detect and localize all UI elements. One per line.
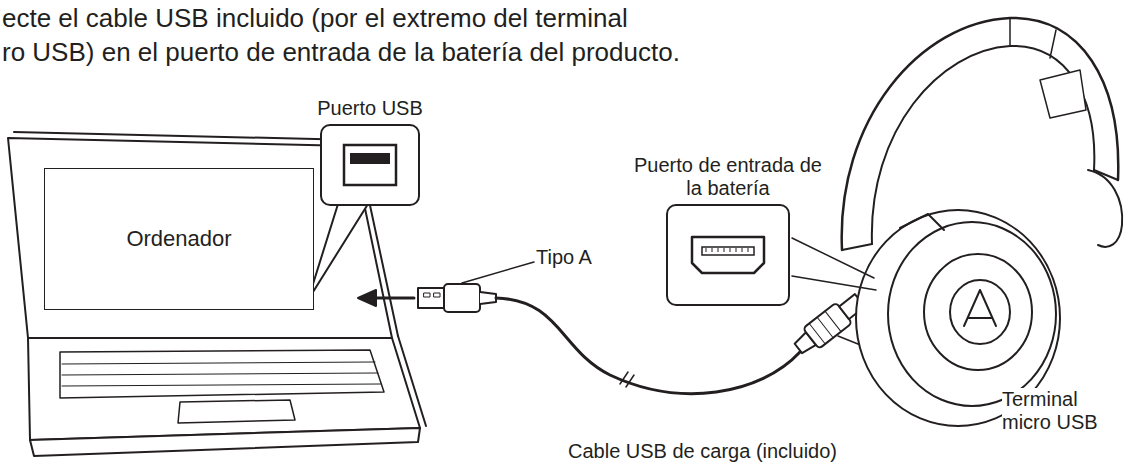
cable-break [620,372,634,387]
node-text: Ordenador [120,220,237,257]
laptop-base [28,338,420,440]
logo-ring [950,280,1010,344]
part-label: Tipo A [536,246,592,269]
instruction-text: ecte el cable USB incluido (por el extre… [2,4,628,34]
keyboard-rows [62,362,381,386]
callout-tail [308,204,368,300]
insert-arrow-head [358,290,376,306]
logo [964,290,996,326]
micro-usb-port-icon [668,206,788,304]
laptop-touchpad [178,400,295,423]
instruction-text: ro USB) en el puerto de entrada de la ba… [2,38,680,68]
ear-cup-plate [924,254,1032,370]
port-callout: Puerto USB [320,124,420,206]
part-label: Terminal micro USB [1002,388,1120,434]
laptop-side [398,336,426,426]
usb-a-strain-relief [480,292,496,304]
leader-line [792,276,876,290]
cup-hinge [900,214,944,230]
slider [1040,70,1086,118]
far-ear-cup [1088,170,1122,247]
callout-heading: Puerto de entrada de la batería [633,154,823,200]
laptop-keyboard [60,350,384,398]
part-label: Cable USB de carga (incluido) [568,440,837,463]
ear-cup [888,222,1056,406]
laptop-base-edge [30,428,420,456]
usb-a-plug-metal [418,288,444,308]
usb-port-icon [322,126,418,204]
cable [496,298,800,394]
usb-a-plug-body [444,284,480,312]
leader-line [792,238,874,278]
screen-box: Ordenador [44,168,314,310]
headband-detail [1010,18,1056,58]
usb-a-plug-hole [424,293,430,297]
port-callout: Puerto de entrada de la batería [666,204,790,306]
callout-heading: Puerto USB [317,97,423,120]
leader-line [462,262,534,283]
usb-a-plug-hole [434,293,440,297]
